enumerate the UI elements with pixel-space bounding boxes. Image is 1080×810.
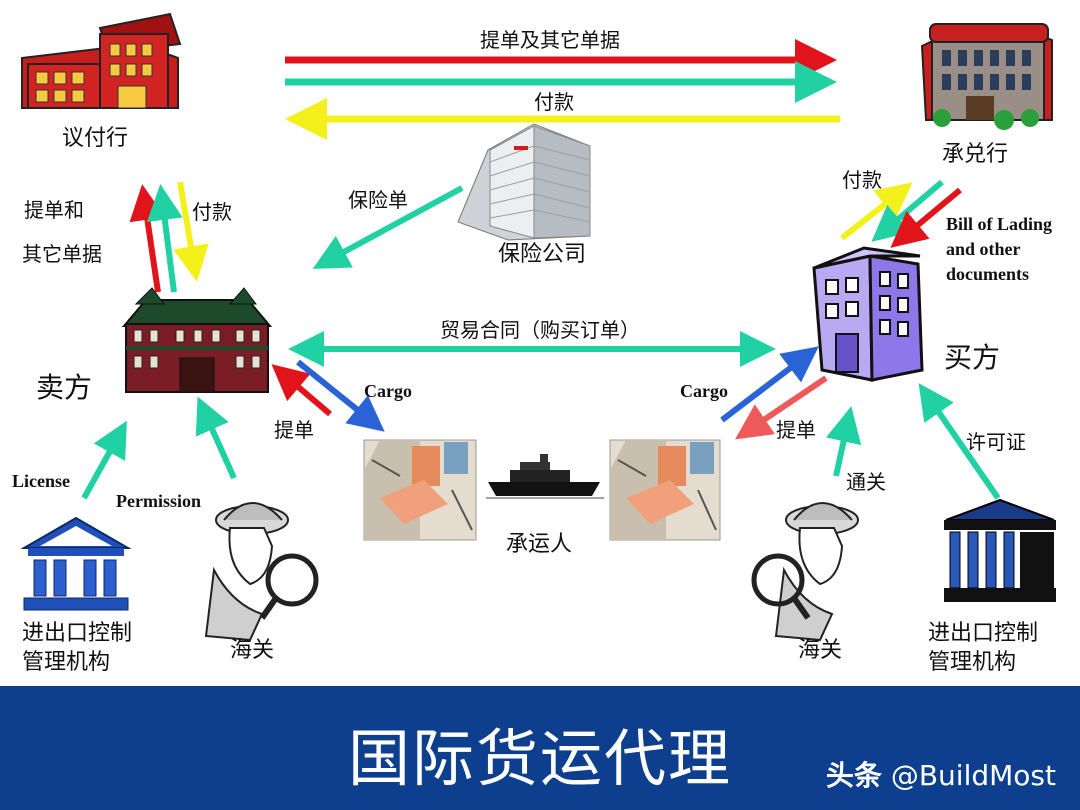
arrow-seller-docs-teal xyxy=(146,184,183,293)
flow-top-payment-label: 付款 xyxy=(534,90,574,114)
watermark: 头条 @BuildMost xyxy=(826,754,1056,794)
page-title: 国际货运代理 xyxy=(347,722,732,795)
customs-right-label: 海关 xyxy=(798,638,843,663)
buyer-building-icon xyxy=(812,246,924,382)
flow-left-docs-line1: 提单和 xyxy=(24,198,84,222)
arrow-seller-docs-red xyxy=(129,184,166,293)
insurance-company-label: 保险公司 xyxy=(498,242,587,267)
arrow-cargo-left xyxy=(296,359,385,432)
flow-import-license-label: 许可证 xyxy=(966,430,1026,454)
import-authority-label: 进出口控制 管理机构 xyxy=(928,621,1039,675)
flow-permission-label: Permission xyxy=(116,491,201,511)
carrier-label: 承运人 xyxy=(506,532,573,557)
arrow-permission xyxy=(195,396,237,480)
negotiating-bank-icon xyxy=(21,12,182,109)
negotiating-bank-label: 议付行 xyxy=(62,126,129,151)
arrow-cargo-right xyxy=(720,346,819,423)
diagram-graphics xyxy=(20,12,1056,642)
flow-insurance-policy-label: 保险单 xyxy=(348,188,408,212)
footer-banner: 国际货运代理 头条 @BuildMost xyxy=(0,686,1080,810)
left-port-icon xyxy=(363,439,477,541)
arrow-customs-clearance xyxy=(826,406,862,477)
flow-right-payment-label: 付款 xyxy=(842,168,882,192)
flow-cargo-right-label: Cargo xyxy=(680,381,728,401)
arrow-docs-to-buyer xyxy=(890,187,962,248)
accepting-bank-icon xyxy=(920,23,1053,130)
arrow-import-license xyxy=(918,383,1001,500)
buyer-label: 买方 xyxy=(944,341,1001,374)
arrow-bl-to-seller xyxy=(271,364,332,417)
arrow-payment-to-accepting-bank xyxy=(840,182,913,241)
arrow-insurance-policy xyxy=(312,185,464,269)
arrow-payment-to-seller xyxy=(173,181,209,282)
flow-cargo-left-label: Cargo xyxy=(364,381,412,401)
accepting-bank-label: 承兑行 xyxy=(942,142,1009,167)
watermark-brand: 头条 xyxy=(825,759,882,792)
export-authority-icon xyxy=(20,516,132,611)
right-port-icon xyxy=(609,439,721,541)
seller-label: 卖方 xyxy=(36,371,93,404)
flow-trade-contract-label: 贸易合同（购买订单） xyxy=(440,318,640,342)
seller-building-icon xyxy=(121,287,273,393)
insurance-company-icon xyxy=(457,123,591,241)
customs-left-label: 海关 xyxy=(230,638,275,663)
flow-license-label: License xyxy=(12,471,70,491)
flow-left-payment-label: 付款 xyxy=(192,200,232,224)
flow-left-docs-line2: 其它单据 xyxy=(22,242,102,266)
flow-top-docs-label: 提单及其它单据 xyxy=(480,28,620,52)
flow-clearance-label: 通关 xyxy=(846,470,886,494)
arrow-license xyxy=(81,420,127,500)
arrow-teal-to-buyer xyxy=(871,179,944,242)
customs-officer-left-icon xyxy=(204,502,319,642)
flow-bl-right-label: 提单 xyxy=(776,418,816,442)
export-authority-label: 进出口控制 管理机构 xyxy=(22,621,133,675)
flow-bl-left-label: 提单 xyxy=(274,418,314,442)
customs-officer-right-icon xyxy=(751,502,859,642)
import-authority-icon xyxy=(944,498,1056,602)
cargo-ship-icon xyxy=(486,454,604,499)
flow-right-docs-label: Bill of Lading and other documents xyxy=(946,214,1053,285)
arrow-bl-to-port xyxy=(735,375,828,440)
watermark-handle: @BuildMost xyxy=(890,759,1056,792)
